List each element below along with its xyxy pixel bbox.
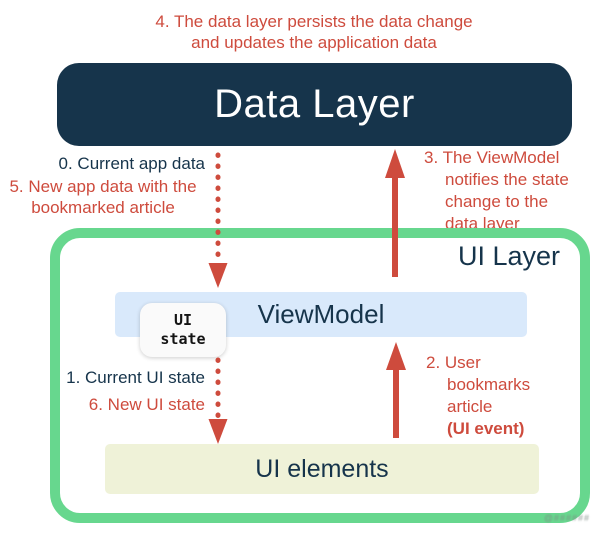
ui-layer-box [50,228,590,523]
annotation-step0: 0. Current app data [58,154,205,173]
annotation-step2-line2: bookmarks [447,375,531,394]
annotation-step3-line2: notifies the state [445,170,569,189]
ui-state-chip: UI state [140,303,226,357]
annotation-step3-line3: change to the [445,192,549,211]
annotation-step2-line1: 2. User [426,353,481,372]
data-layer-title: Data Layer [214,82,415,126]
annotation-step5: 5. New app data with the bookmarked arti… [0,176,206,218]
annotation-step4: 4. The data layer persists the data chan… [28,11,600,53]
annotation-step4-line2: and updates the application data [191,33,437,52]
ui-state-line1: UI [173,311,193,329]
annotation-step3: 3. The ViewModel notifies the state chan… [424,147,584,235]
annotation-step3-line1: 3. The ViewModel [424,148,560,167]
annotation-step1: 1. Current UI state [66,368,205,387]
annotation-step2-line3: article [447,397,493,416]
annotation-step5-line2: bookmarked article [31,198,175,217]
ui-elements-bar: UI elements [105,444,539,494]
ui-elements-title: UI elements [255,454,389,483]
annotation-step2: 2. User bookmarks article (UI event) [426,352,576,440]
viewmodel-title: ViewModel [257,299,385,329]
ui-layer-title: UI Layer [457,241,560,271]
annotation-step5-line1: 5. New app data with the [9,177,197,196]
watermark: @###### [543,513,590,523]
data-layer-box: Data Layer [57,63,572,146]
annotation-step4-line1: 4. The data layer persists the data chan… [155,12,473,31]
ui-state-line2: state [160,330,206,348]
annotation-step2-line4: (UI event) [447,419,525,438]
annotation-step6: 6. New UI state [88,395,205,414]
